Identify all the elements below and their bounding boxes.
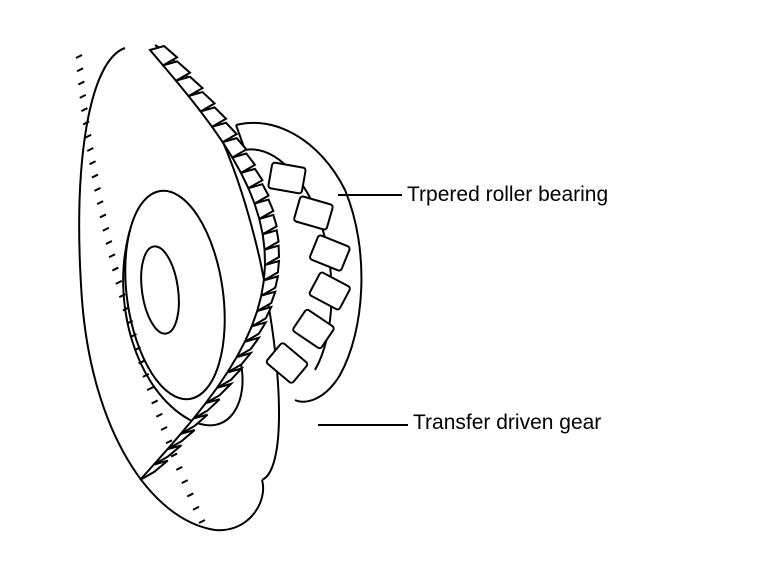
gear-tooth: [258, 213, 278, 236]
gear-tooth: [210, 121, 239, 144]
gear-serration: [94, 186, 101, 192]
gear-serration: [76, 67, 84, 73]
gear-serration: [165, 439, 173, 445]
gear-back-rim: [78, 47, 265, 532]
gear-serration: [186, 492, 194, 498]
gear-tooth: [249, 305, 274, 329]
gear-serration: [105, 240, 113, 245]
label-tapered-roller-bearing: Trpered roller bearing: [407, 183, 609, 206]
gear-tooth: [262, 259, 281, 283]
bearing-roller: [308, 271, 351, 311]
gear-serration: [198, 519, 206, 524]
gear-serration: [142, 372, 150, 378]
gear-hub-bore: [140, 245, 180, 335]
gear-serration: [192, 505, 200, 511]
gear-tooth: [161, 60, 192, 82]
bearing-outer: [235, 121, 363, 403]
gear-serration: [146, 386, 154, 392]
gear-tooth: [239, 167, 264, 190]
gear-tooth: [230, 152, 257, 175]
gear-serration: [79, 93, 87, 99]
bearing-roller: [292, 308, 335, 350]
gear-serration: [75, 54, 83, 59]
bearing-roller: [265, 342, 309, 384]
gear-tooth: [253, 198, 275, 221]
gear-serration: [84, 133, 92, 139]
gear-serration: [175, 465, 183, 471]
gear-tooth: [139, 459, 169, 481]
gear-serration: [126, 319, 134, 325]
bearing-roller: [267, 161, 307, 195]
gear-serration: [82, 120, 90, 126]
gear-tooth: [261, 229, 280, 252]
gear-serration: [122, 306, 130, 312]
gear-tooth: [179, 413, 209, 435]
gear-serration: [118, 293, 126, 299]
gear-serration: [130, 333, 137, 338]
bearing-rollers: [265, 161, 351, 384]
gear-serration: [138, 359, 146, 365]
gear-serration: [160, 426, 168, 431]
gear-tooth: [221, 137, 248, 159]
gear-tooth: [204, 381, 235, 405]
gear-tooth: [192, 398, 221, 420]
gear-serration: [151, 399, 159, 405]
gear-tooth: [216, 366, 245, 389]
gear-tooth: [148, 44, 179, 67]
gear-serration: [86, 147, 94, 152]
gear-tooth: [224, 351, 254, 376]
gear-serration: [108, 253, 116, 259]
gear-tooth: [247, 183, 270, 206]
bearing-roller: [309, 234, 351, 272]
gear-serration: [96, 200, 104, 206]
gear-serration: [155, 412, 163, 418]
gear-teeth: [75, 44, 281, 524]
gear-serration: [111, 266, 119, 272]
gear-tooth: [259, 274, 280, 298]
gear-serration: [99, 213, 107, 219]
gear-tooth: [186, 90, 217, 113]
gear-tooth: [263, 244, 281, 267]
gear-serration: [181, 479, 189, 485]
gear-serration: [80, 107, 88, 113]
gear-serration: [89, 160, 96, 166]
gear-serration: [102, 226, 110, 232]
gear-tooth: [255, 290, 277, 314]
gear-tooth: [198, 106, 228, 129]
gear-tooth: [242, 320, 268, 345]
gear-hub: [124, 189, 226, 401]
gear-serration: [170, 452, 178, 458]
gear-serration: [91, 173, 99, 179]
gear-tooth: [234, 336, 262, 360]
gear-serration: [115, 279, 123, 285]
bearing-roller: [293, 195, 334, 231]
gear-web: [122, 229, 244, 427]
gear-serration: [134, 346, 141, 352]
gear-tooth: [153, 444, 183, 466]
label-transfer-driven-gear: Transfer driven gear: [413, 411, 602, 434]
gear-tooth: [166, 428, 196, 451]
gear-tooth: [174, 75, 205, 98]
gear-serration: [77, 80, 85, 86]
